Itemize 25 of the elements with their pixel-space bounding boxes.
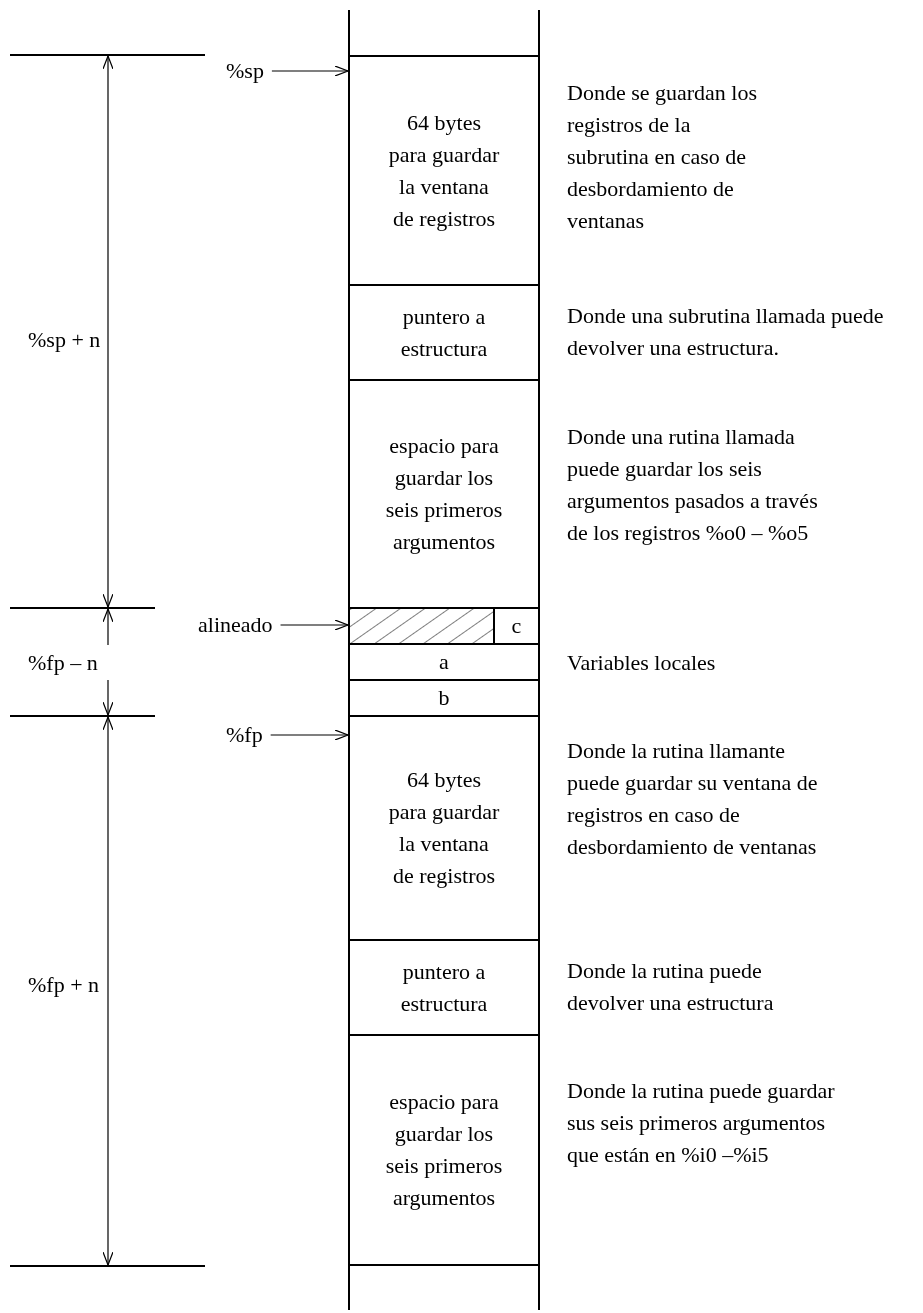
cell-text: 64 bytes para guardar la ventana de registros (388, 766, 500, 890)
dimension-label: %sp + n (28, 327, 101, 353)
description-text: Donde una rutina llamada puede guardar los seis argumentos pasados a través de los registros %o0 – %o5 (567, 423, 819, 547)
cell-text: puntero a estructura (399, 302, 489, 363)
dimension-label: %fp + n (28, 972, 100, 998)
cell-text: espacio para guardar los seis primeros argumentos (384, 1088, 504, 1212)
description-text: Donde la rutina puede devolver una estructura (567, 957, 775, 1017)
annotation-text: Variables locales (567, 650, 716, 676)
arrow (279, 619, 349, 631)
description-text: Donde una subrutina llamada puede devolver una estructura. (567, 302, 885, 362)
cell-text: c (511, 612, 522, 640)
cell-text: b (438, 684, 450, 712)
description-text: Donde la rutina puede guardar sus seis primeros argumentos que están en %i0 –%i5 (567, 1077, 836, 1169)
arrow (271, 65, 349, 77)
cell-text: 64 bytes para guardar la ventana de registros (388, 108, 500, 233)
description-text: Donde la rutina llamante puede guardar su ventana de registros en caso de desbordamiento de ventanas (567, 737, 819, 861)
pointer-label: alineado (198, 612, 273, 638)
cell-text: puntero a estructura (399, 957, 489, 1018)
description-text: Donde se guardan los registros de la subrutina en caso de desbordamiento de ventanas (567, 79, 758, 235)
cell-text: a (439, 648, 449, 676)
pointer-label: %sp (226, 58, 264, 84)
arrow (270, 729, 349, 741)
pointer-label: %fp (226, 722, 263, 748)
dimension-label: %fp – n (28, 650, 98, 676)
cell-text: espacio para guardar los seis primeros argumentos (384, 432, 504, 556)
